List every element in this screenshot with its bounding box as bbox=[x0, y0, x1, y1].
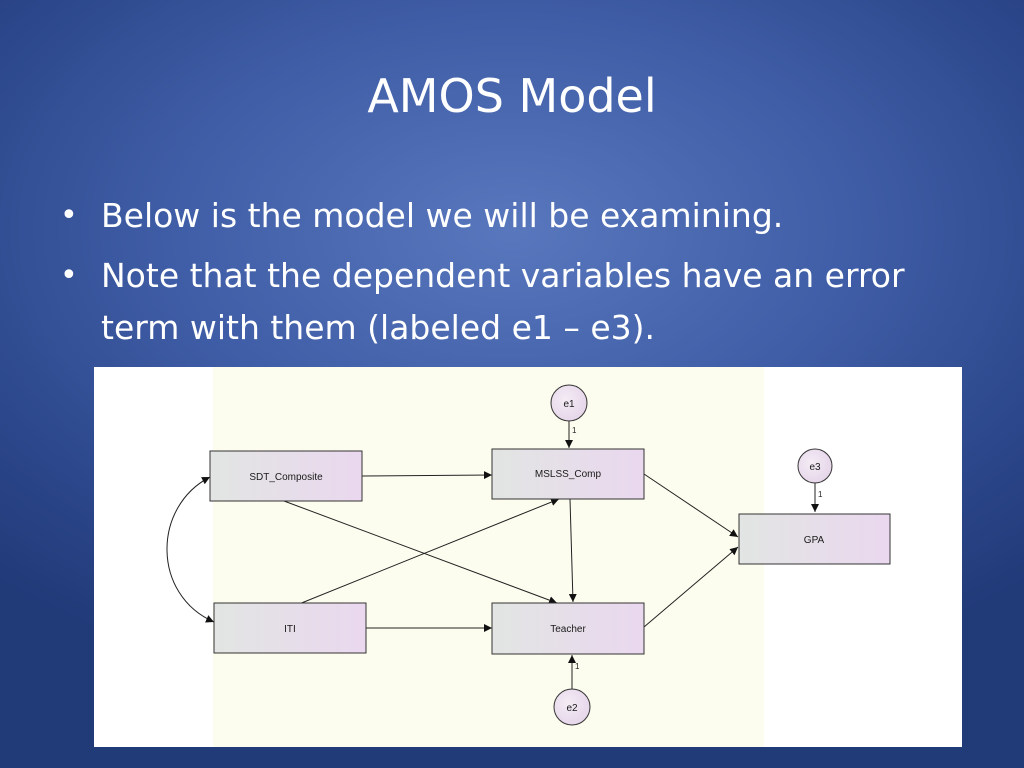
bullet-item: • Below is the model we will be examinin… bbox=[58, 190, 978, 242]
bullet-item: • Note that the dependent variables have… bbox=[58, 250, 978, 354]
diagram-canvas bbox=[213, 367, 764, 747]
path-mslss-to-gpa bbox=[643, 473, 739, 538]
node-iti: ITI bbox=[213, 602, 367, 654]
path-diagram: SDT_Composite ITI MSLSS_Comp Teacher GPA… bbox=[166, 367, 891, 747]
node-sdt-composite: SDT_Composite bbox=[209, 450, 363, 502]
slide-title: AMOS Model bbox=[367, 69, 657, 123]
path-iti-to-mslss bbox=[298, 498, 560, 605]
weight-e3-label: 1 bbox=[818, 490, 823, 499]
path-sdt-to-teacher bbox=[283, 500, 558, 604]
node-gpa: GPA bbox=[738, 513, 891, 565]
amos-diagram: SDT_Composite ITI MSLSS_Comp Teacher GPA… bbox=[94, 367, 962, 747]
node-iti-label: ITI bbox=[284, 624, 296, 635]
node-teacher-label: Teacher bbox=[550, 624, 586, 635]
error-e2: e2 bbox=[553, 688, 591, 726]
covariance-sdt-iti bbox=[166, 476, 215, 623]
node-gpa-label: GPA bbox=[804, 535, 825, 546]
path-sdt-to-mslss bbox=[361, 471, 493, 480]
error-e2-label: e2 bbox=[566, 703, 578, 714]
weight-e2-label: 1 bbox=[575, 662, 580, 671]
bullet-list: • Below is the model we will be examinin… bbox=[58, 190, 978, 362]
bullet-text: Note that the dependent variables have a… bbox=[101, 256, 905, 347]
error-e1: e1 bbox=[550, 384, 588, 422]
node-teacher: Teacher bbox=[491, 602, 645, 655]
weight-e1-label: 1 bbox=[572, 426, 577, 435]
node-mslss-comp-label: MSLSS_Comp bbox=[535, 469, 602, 480]
path-teacher-to-gpa bbox=[643, 546, 739, 628]
error-e3-label: e3 bbox=[809, 462, 821, 473]
node-sdt-composite-label: SDT_Composite bbox=[249, 472, 323, 483]
error-e3: e3 bbox=[797, 448, 833, 484]
bullet-dot-icon: • bbox=[60, 198, 78, 233]
node-mslss-comp: MSLSS_Comp bbox=[491, 448, 645, 500]
bullet-dot-icon: • bbox=[60, 258, 78, 293]
path-mslss-to-teacher bbox=[568, 498, 577, 603]
error-e1-label: e1 bbox=[563, 399, 575, 410]
bullet-text: Below is the model we will be examining. bbox=[101, 196, 784, 235]
